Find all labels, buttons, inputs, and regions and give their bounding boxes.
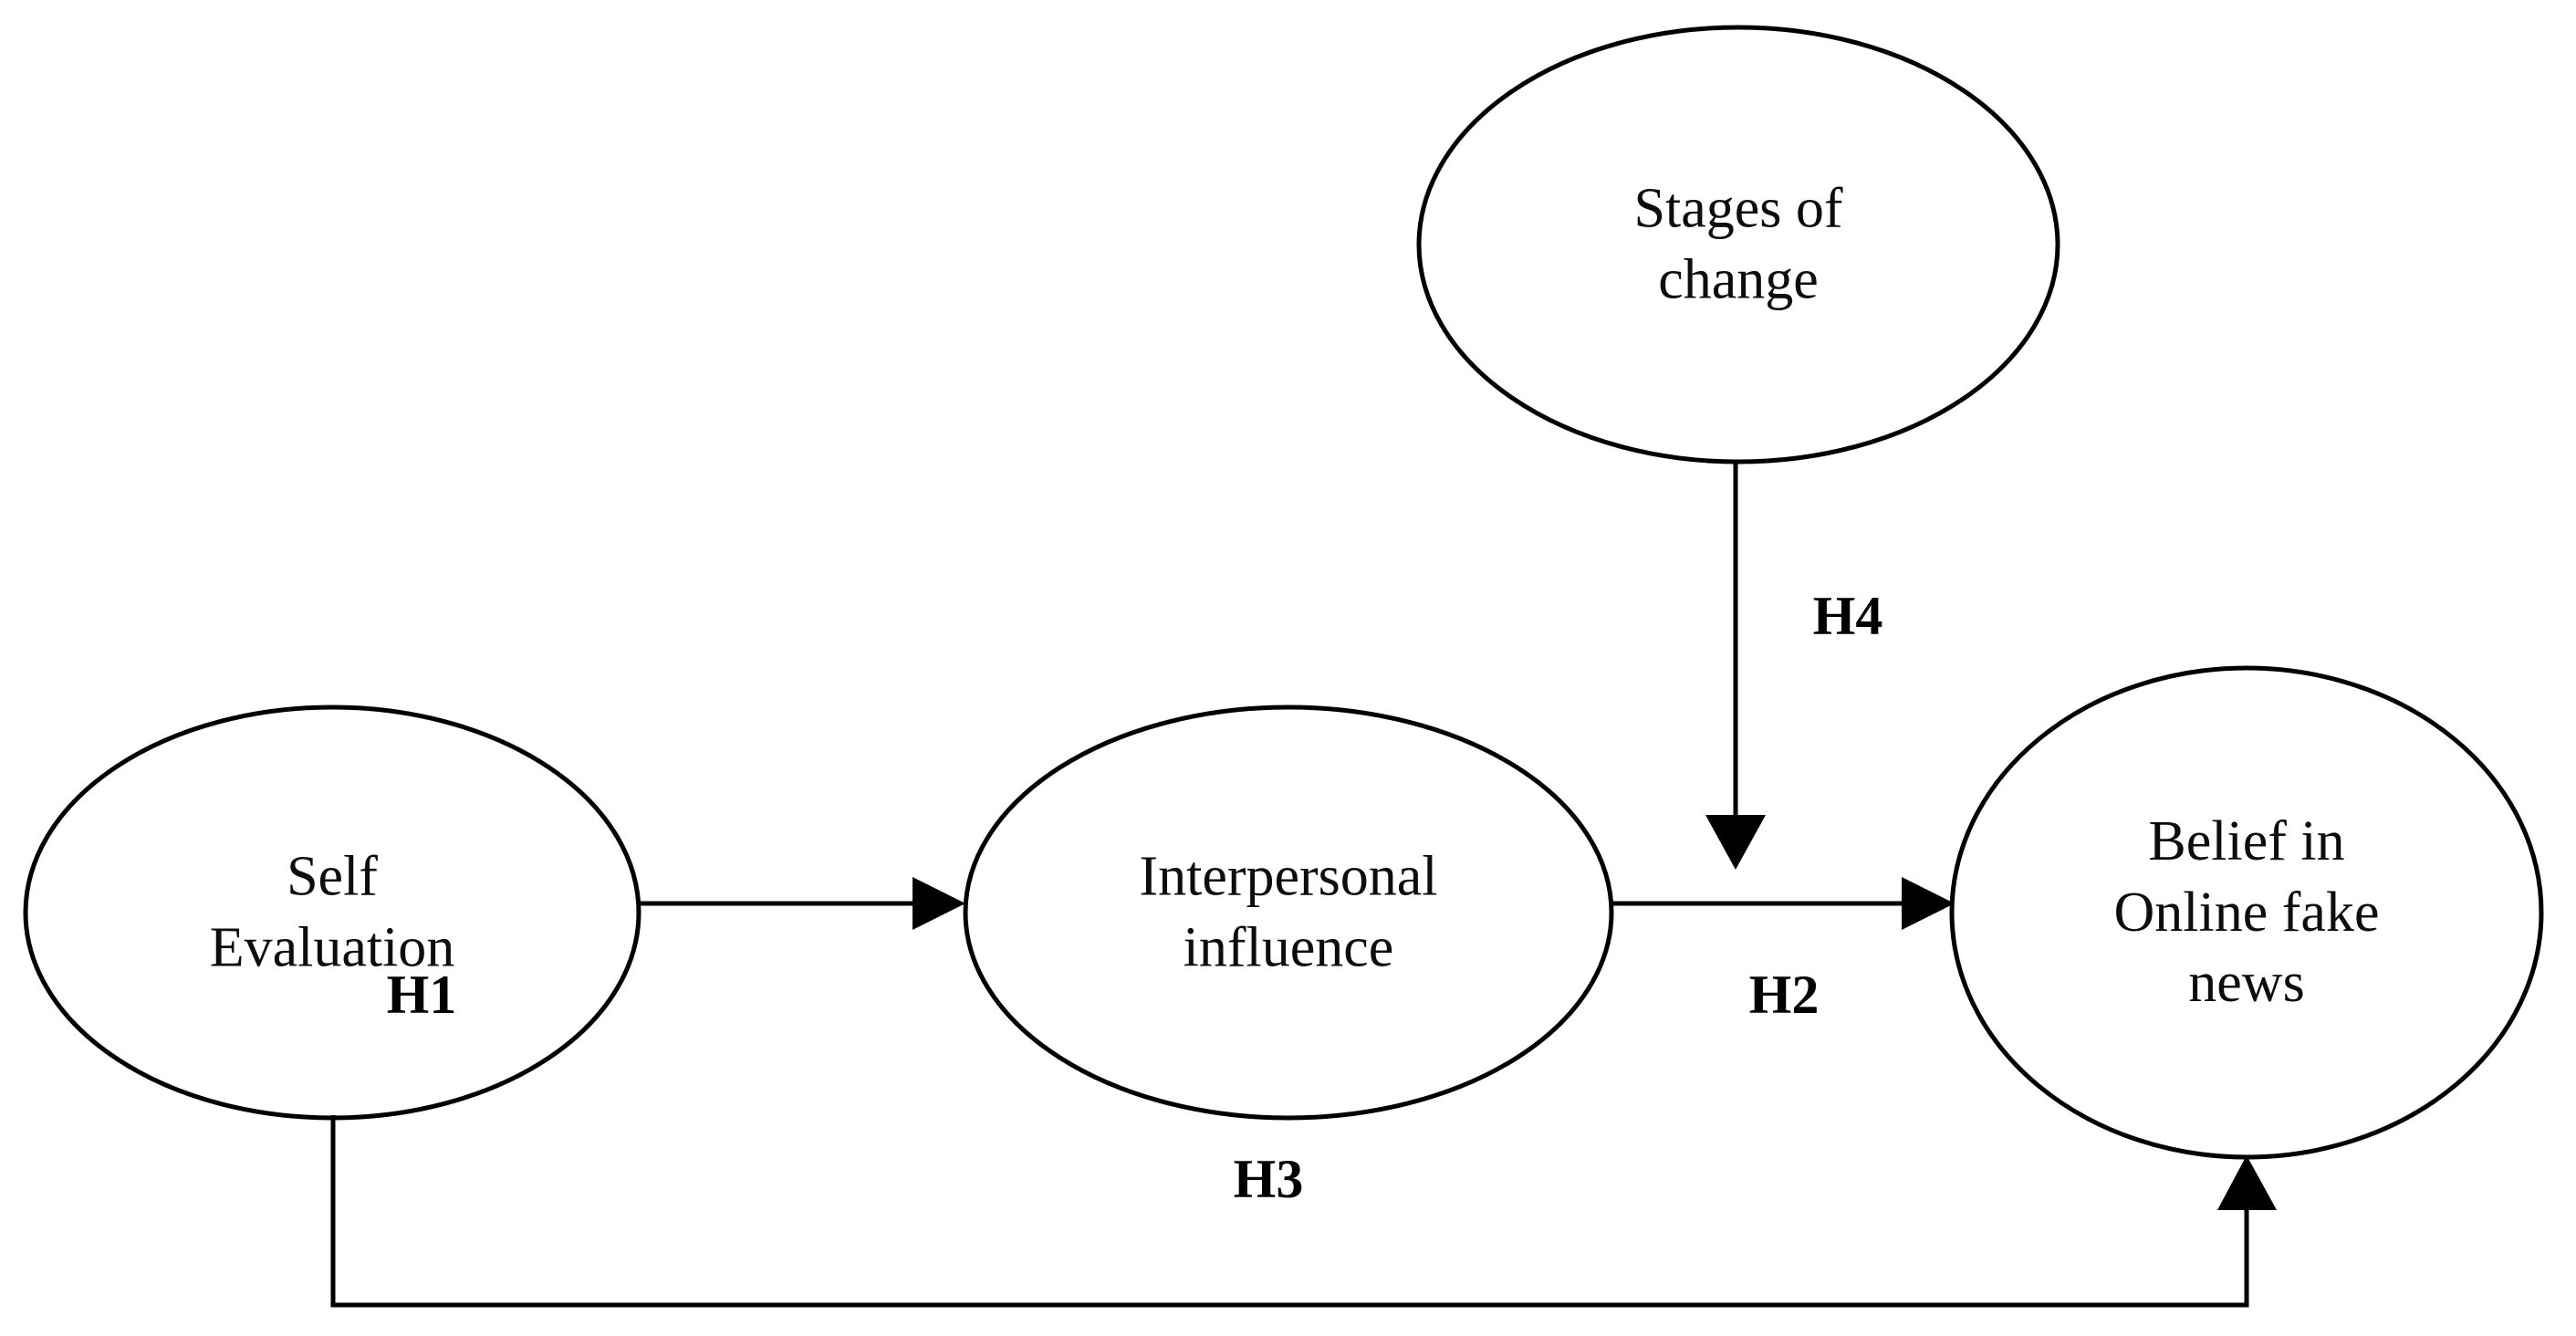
arrowhead-h3 (2217, 1155, 2277, 1210)
arrowhead-h1 (913, 877, 965, 930)
edge-h2[interactable] (1611, 877, 1955, 930)
edge-h1[interactable] (639, 877, 965, 930)
node-self-evaluation[interactable] (23, 705, 641, 1121)
node-stages-of-change[interactable] (1416, 25, 2060, 464)
node-belief-in-online-fake-news[interactable] (1949, 665, 2544, 1160)
arrowhead-h2 (1902, 877, 1955, 930)
edge-h3[interactable] (330, 1115, 2277, 1308)
arrowhead-h4 (1705, 815, 1766, 870)
edge-h4[interactable] (1705, 461, 1766, 870)
node-interpersonal-influence[interactable] (963, 705, 1614, 1121)
